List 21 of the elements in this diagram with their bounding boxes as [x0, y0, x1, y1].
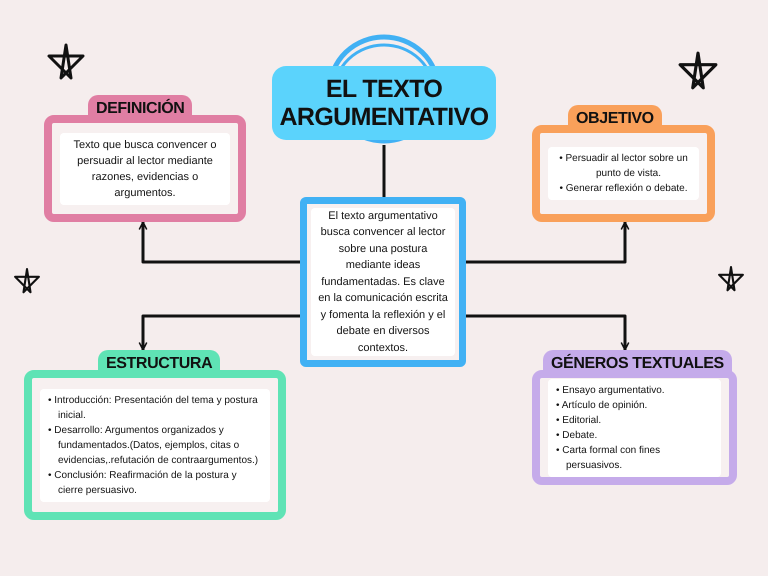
title-banner: EL TEXTO ARGUMENTATIVO [272, 66, 496, 140]
summary-box [300, 197, 466, 367]
bullet-item: • Introducción: Presentación del tema y postura inicial. [48, 394, 259, 422]
connector-arrow [466, 314, 630, 351]
bullet-item: • Persuadir al lector sobre un punto de vista. [558, 152, 689, 181]
bullet-item: • Editorial. [556, 414, 602, 428]
connector-arrow [138, 221, 300, 264]
bullet-item: • Generar reflexión o debate. [558, 182, 689, 196]
topic-card [44, 95, 246, 222]
connector-arrow [466, 221, 630, 264]
summary-text: El texto argumentativo busca convencer al lector sobre una postura mediante ideas fundamentadas. Es clave en la comunicación escrita y fomenta la reflexión y el debate en diversos contextos. [311, 208, 455, 356]
title-node [272, 33, 496, 145]
definition-text: Texto que busca convencer o persuadir al lector mediante razones, evidencias o argumentos. [60, 132, 230, 204]
bullet-item: • Artículo de opinión. [556, 398, 648, 412]
topic-card [532, 105, 715, 222]
bullet-item: • Conclusión: Reafirmación de la postura y cierre persuasivo. [48, 468, 238, 498]
bullet-item: • Debate. [556, 428, 598, 442]
bullet-item: • Carta formal con fines persuasivos. [556, 444, 662, 472]
bullet-item: • Ensayo argumentativo. [556, 384, 666, 398]
bullet-item: • Desarrollo: Argumentos organizados y fundamentados.(Datos, ejemplos, citas o evidencias,.refutación de contraargumentos.) [48, 424, 260, 468]
connector-arrow [138, 314, 300, 351]
